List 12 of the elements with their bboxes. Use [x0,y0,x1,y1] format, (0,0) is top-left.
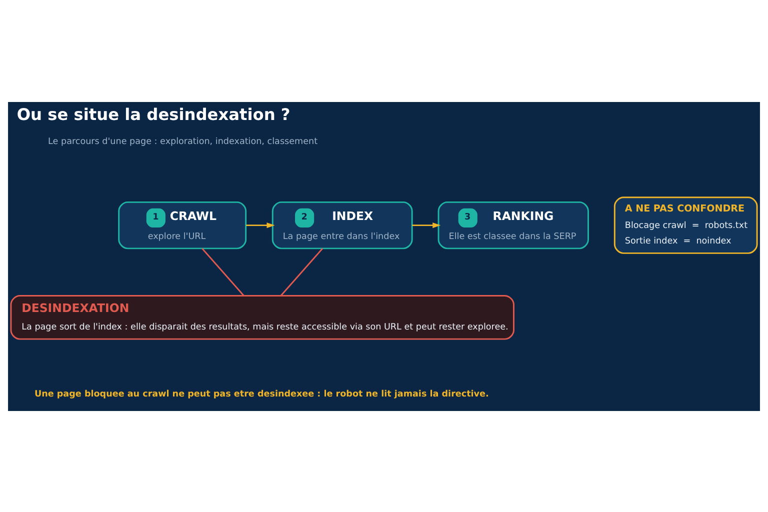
label: Une page bloquee au crawl ne peut pas etre desindexee : le robot ne lit jamais la directive. [34,388,489,399]
node-box: 2 INDEX La page entre dans l'index [272,200,413,249]
node-box: A NE PAS CONFONDRE Blocage crawl = robots.txt Sortie index = noindex [614,196,758,254]
node-box: 3 RANKING Elle est classee dans la SERP [438,200,589,249]
label: Le parcours d'une page : exploration, indexation, classement [48,136,318,146]
connector [202,247,244,296]
arrow [246,222,275,228]
node-box: DESINDEXATION La page sort de l'index : elle disparait des resultats, mais reste accessible via son URL et peut rester exploree. [10,294,514,340]
diagram-title: Ou se situe la desindexation ? [16,104,290,124]
node-box: 1 CRAWL explore l'URL [118,200,247,249]
connector [280,247,324,296]
arrow [412,222,441,228]
